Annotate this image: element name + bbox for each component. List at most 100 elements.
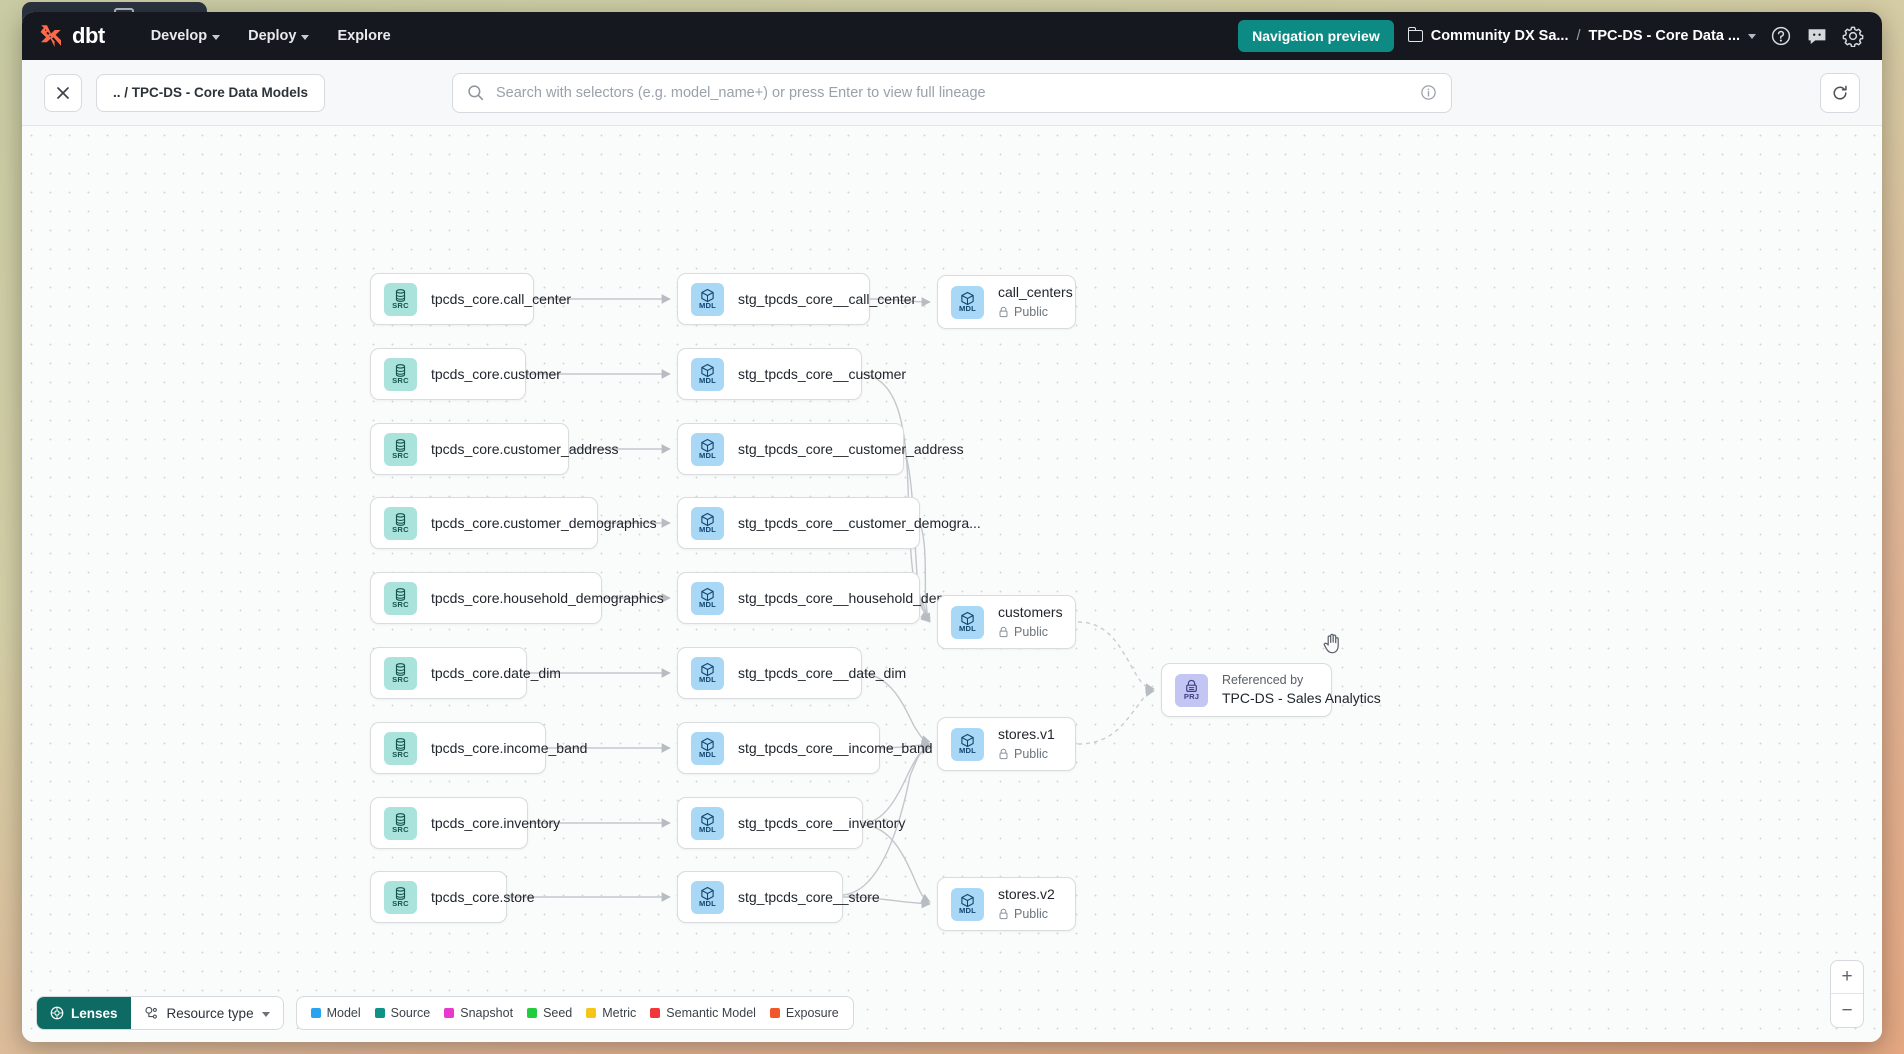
zoom-in-button[interactable]: + — [1831, 961, 1863, 994]
nav-item-deploy[interactable]: Deploy — [238, 22, 319, 50]
lineage-node-tpcds-core-income-band[interactable]: SRC tpcds_core.income_band — [370, 722, 587, 774]
badge-text: SRC — [392, 301, 409, 310]
search-bar[interactable] — [452, 72, 1452, 113]
nav-item-develop[interactable]: Develop — [141, 22, 230, 50]
badge-text: SRC — [392, 600, 409, 609]
legend-item-metric[interactable]: Metric — [586, 1006, 636, 1020]
lineage-node-text: tpcds_core.date_dim — [431, 664, 561, 683]
lineage-node-text: stg_tpcds_core__store — [738, 888, 880, 907]
lineage-node-tpcds-core-household-demographics[interactable]: SRC tpcds_core.household_demographics — [370, 572, 664, 624]
resource-type-icon — [144, 1006, 157, 1019]
lineage-node-tpcds-core-customer-demographics[interactable]: SRC tpcds_core.customer_demographics — [370, 497, 657, 549]
navigation-preview-button[interactable]: Navigation preview — [1238, 20, 1394, 52]
search-icon — [468, 85, 484, 101]
search-input[interactable] — [496, 84, 1408, 101]
lock-icon — [999, 627, 1008, 638]
help-circle-icon[interactable] — [1770, 25, 1792, 47]
lenses-group: Lenses Resource type — [36, 996, 284, 1030]
chevron-down-icon[interactable] — [1748, 33, 1756, 39]
lineage-node-text: tpcds_core.household_demographics — [431, 589, 664, 608]
lineage-node-text: tpcds_core.customer_demographics — [431, 514, 657, 533]
breadcrumb-separator: / — [1576, 28, 1581, 44]
account-name[interactable]: Community DX Sa... — [1430, 28, 1569, 44]
legend-swatch — [586, 1008, 597, 1018]
gear-icon[interactable] — [1842, 25, 1864, 48]
lineage-node-label: stg_tpcds_core__store — [738, 888, 880, 905]
dbt-logo[interactable]: dbt — [38, 23, 105, 49]
legend-item-model[interactable]: Model — [310, 1006, 361, 1020]
lenses-label: Lenses — [71, 1005, 118, 1021]
badge-text: MDL — [698, 899, 717, 908]
src-badge-icon: SRC — [384, 880, 417, 914]
legend-label: Metric — [602, 1006, 637, 1020]
lineage-node-text: tpcds_core.store — [431, 888, 535, 907]
legend-label: Semantic Model — [666, 1006, 756, 1020]
badge-text: SRC — [392, 750, 409, 759]
dbt-x-icon — [38, 24, 64, 48]
lenses-button[interactable]: Lenses — [37, 997, 131, 1029]
info-icon[interactable] — [1420, 84, 1437, 101]
legend-item-semantic-model[interactable]: Semantic Model — [650, 1006, 756, 1020]
mdl-badge-icon: MDL — [691, 656, 724, 690]
mdl-badge-icon: MDL — [951, 887, 984, 921]
lineage-node-stg-tpcds-core-income-band[interactable]: MDL stg_tpcds_core__income_band — [677, 722, 933, 774]
legend-label: Model — [326, 1006, 361, 1020]
badge-text: MDL — [698, 750, 717, 759]
legend-item-source[interactable]: Source — [374, 1006, 430, 1020]
logo-text: dbt — [72, 23, 105, 48]
mdl-badge-icon: MDL — [691, 357, 724, 391]
legend-item-snapshot[interactable]: Snapshot — [444, 1006, 513, 1020]
lineage-node-stg-tpcds-core-date-dim[interactable]: MDL stg_tpcds_core__date_dim — [677, 647, 906, 699]
resource-type-button[interactable]: Resource type — [130, 997, 283, 1029]
project-name[interactable]: TPC-DS - Core Data ... — [1588, 28, 1740, 44]
close-button[interactable] — [44, 73, 82, 112]
lineage-node-text: stg_tpcds_core__income_band — [738, 739, 933, 758]
nav-item-develop-label: Develop — [150, 28, 208, 44]
lineage-node-text: stg_tpcds_core__call_center — [738, 290, 916, 309]
lineage-node-access: Public — [998, 906, 1055, 923]
legend-item-exposure[interactable]: Exposure — [769, 1006, 839, 1020]
src-badge-icon: SRC — [384, 506, 417, 540]
lineage-node-label: customers — [998, 604, 1063, 621]
badge-text: MDL — [698, 525, 717, 534]
lineage-node-label: tpcds_core.income_band — [431, 739, 588, 756]
badge-text: MDL — [698, 675, 717, 684]
lineage-node-stg-tpcds-core-customer[interactable]: MDL stg_tpcds_core__customer — [677, 348, 906, 400]
lock-icon — [999, 307, 1008, 318]
lineage-node-tpcds-core-store[interactable]: SRC tpcds_core.store — [370, 871, 535, 923]
nav-item-explore[interactable]: Explore — [327, 22, 400, 50]
src-badge-icon: SRC — [384, 581, 417, 615]
lineage-node-text: tpcds_core.income_band — [431, 739, 587, 758]
legend-item-seed[interactable]: Seed — [527, 1006, 572, 1020]
lineage-node-stg-tpcds-core-store[interactable]: MDL stg_tpcds_core__store — [677, 871, 880, 923]
zoom-out-button[interactable]: − — [1841, 999, 1853, 1021]
feedback-icon[interactable] — [1806, 25, 1828, 47]
lineage-node-text: stg_tpcds_core__date_dim — [738, 664, 906, 683]
lineage-node-label: tpcds_core.customer_demographics — [431, 514, 657, 531]
badge-text: MDL — [958, 304, 977, 313]
breadcrumb[interactable]: .. / TPC-DS - Core Data Models — [96, 73, 326, 112]
refresh-button[interactable] — [1820, 72, 1860, 113]
lineage-node-label: tpcds_core.customer — [431, 365, 561, 382]
lineage-node-text: stg_tpcds_core__customer — [738, 365, 906, 384]
access-label: Public — [1014, 747, 1049, 761]
lineage-edges — [507, 294, 1155, 909]
